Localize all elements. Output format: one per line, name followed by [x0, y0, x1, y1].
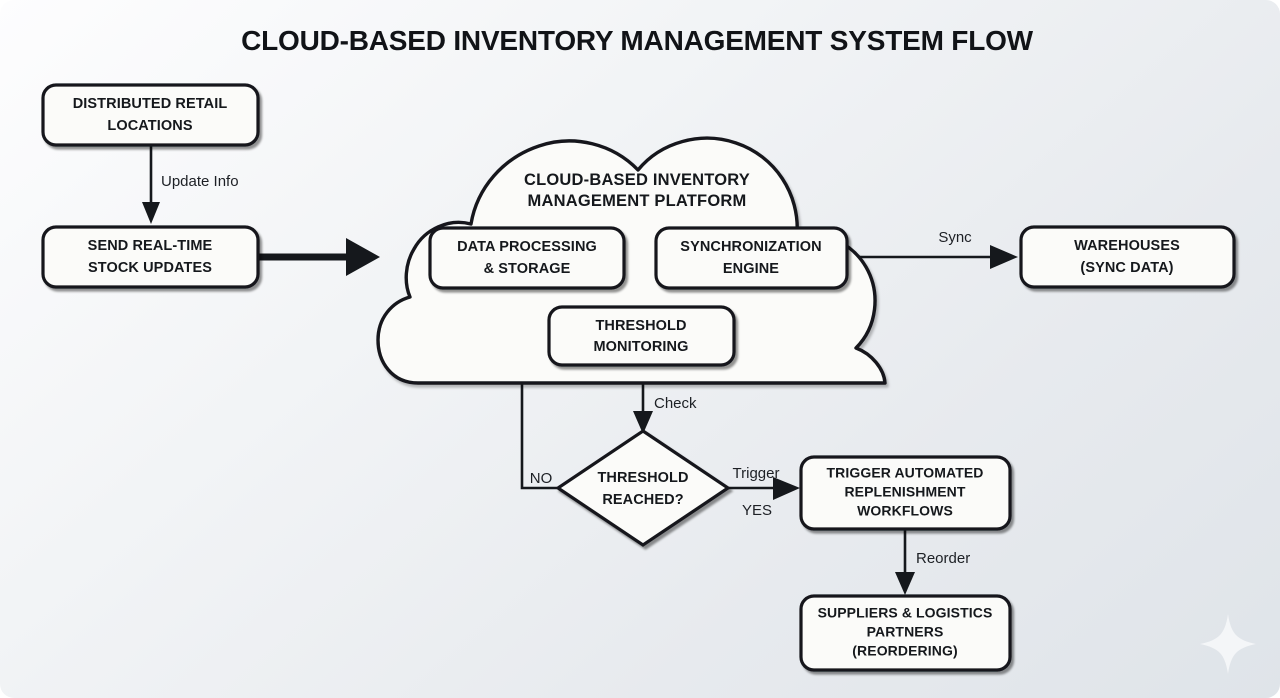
node-sync-engine[interactable]: SYNCHRONIZATION ENGINE: [654, 226, 849, 290]
warehouses-line2: (SYNC DATA): [1080, 260, 1173, 276]
page-title: CLOUD-BASED INVENTORY MANAGEMENT SYSTEM …: [241, 25, 1034, 56]
node-retail-locations[interactable]: DISTRIBUTED RETAIL LOCATIONS: [41, 83, 260, 147]
edge-label-yes: YES: [742, 502, 772, 519]
suppliers-line3: (REORDERING): [852, 643, 957, 659]
replenishment-line2: REPLENISHMENT: [844, 484, 965, 500]
suppliers-line2: PARTNERS: [867, 624, 944, 640]
threshold-decision-line1: THRESHOLD: [597, 470, 688, 486]
node-threshold-decision[interactable]: THRESHOLD REACHED?: [555, 429, 731, 547]
replenishment-line1: TRIGGER AUTOMATED: [827, 465, 984, 481]
suppliers-line1: SUPPLIERS & LOGISTICS: [818, 605, 993, 621]
stock-updates-line1: SEND REAL-TIME: [88, 238, 213, 254]
data-processing-line2: & STORAGE: [484, 261, 571, 277]
cloud-title-line1: CLOUD-BASED INVENTORY: [524, 171, 750, 189]
edge-update-info: Update Info: [142, 146, 239, 224]
node-replenishment[interactable]: TRIGGER AUTOMATED REPLENISHMENT WORKFLOW…: [799, 455, 1012, 531]
edge-label-reorder: Reorder: [916, 550, 970, 567]
edge-trigger-yes: Trigger YES: [728, 465, 800, 519]
sync-engine-line2: ENGINE: [723, 261, 779, 277]
node-stock-updates[interactable]: SEND REAL-TIME STOCK UPDATES: [41, 225, 260, 289]
sparkle-icon: [1200, 614, 1256, 674]
sync-engine-line1: SYNCHRONIZATION: [680, 239, 821, 255]
replenishment-line3: WORKFLOWS: [857, 503, 953, 519]
edge-label-update-info: Update Info: [161, 173, 239, 190]
edge-label-check: Check: [654, 395, 697, 412]
node-cloud-platform[interactable]: CLOUD-BASED INVENTORY MANAGEMENT PLATFOR…: [376, 136, 887, 385]
edge-label-sync: Sync: [938, 229, 972, 246]
edge-reorder: Reorder: [895, 530, 970, 595]
stock-updates-line2: STOCK UPDATES: [88, 260, 212, 276]
edge-sync: Sync: [847, 229, 1018, 269]
retail-locations-line1: DISTRIBUTED RETAIL: [73, 96, 228, 112]
cloud-title-line2: MANAGEMENT PLATFORM: [528, 192, 747, 210]
edge-label-trigger: Trigger: [733, 465, 780, 482]
node-data-processing[interactable]: DATA PROCESSING & STORAGE: [428, 226, 626, 290]
node-threshold-monitoring[interactable]: THRESHOLD MONITORING: [547, 305, 736, 367]
edge-stock-to-cloud: [258, 238, 380, 276]
data-processing-line1: DATA PROCESSING: [457, 239, 597, 255]
edge-label-no: NO: [530, 470, 553, 487]
threshold-monitoring-line1: THRESHOLD: [595, 318, 686, 334]
threshold-decision-line2: REACHED?: [602, 492, 683, 508]
retail-locations-line2: LOCATIONS: [107, 118, 192, 134]
node-suppliers[interactable]: SUPPLIERS & LOGISTICS PARTNERS (REORDERI…: [799, 594, 1012, 672]
warehouses-line1: WAREHOUSES: [1074, 238, 1180, 254]
node-warehouses[interactable]: WAREHOUSES (SYNC DATA): [1019, 225, 1236, 289]
threshold-monitoring-line2: MONITORING: [594, 339, 689, 355]
